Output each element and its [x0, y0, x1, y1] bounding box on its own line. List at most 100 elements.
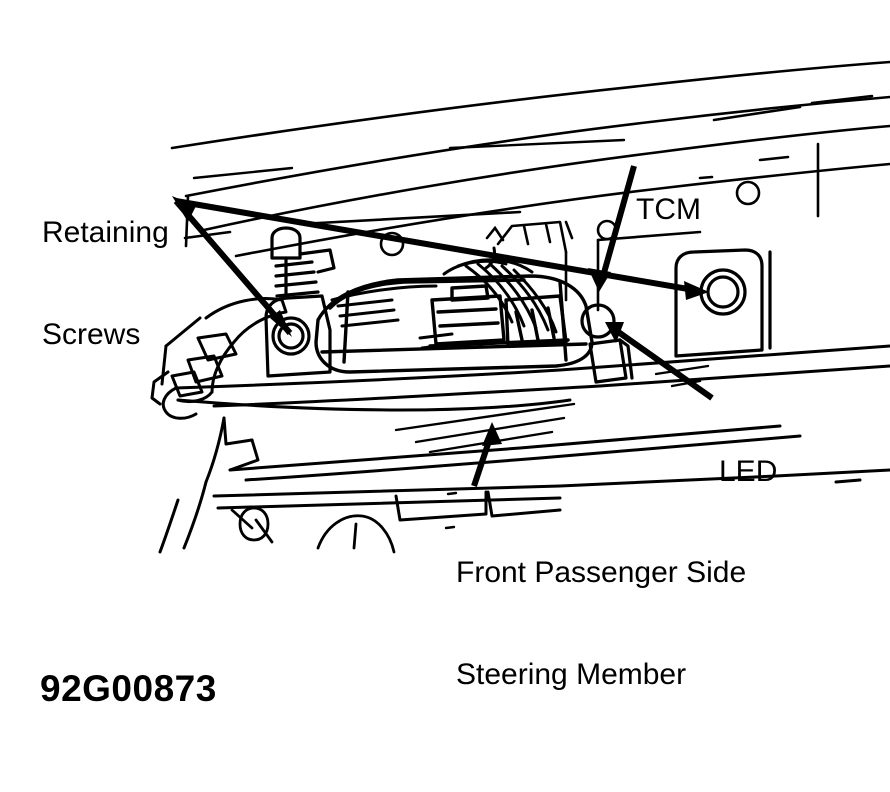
led-indicator-icon: [580, 303, 616, 339]
panel-hole-right: [735, 180, 761, 206]
stud-thread-1: [274, 260, 314, 268]
led-mount-edge: [618, 338, 634, 380]
panel-recess-left: [496, 220, 568, 254]
panel-hole-upper-left: [379, 231, 405, 257]
figure-code-caption: 92G00873: [40, 668, 217, 709]
lower-floor-pan-group: [158, 398, 890, 554]
harness-drop-line: [484, 246, 496, 270]
bolt-detail-arm-2: [254, 518, 274, 544]
lower-structure-group: [150, 344, 890, 420]
callout-retaining-screws: Retaining Screws: [42, 148, 169, 420]
panel-seam-upper: [298, 210, 522, 226]
floor-sill-line-2: [244, 434, 802, 482]
callout-steering-member-line2: Steering Member: [456, 658, 687, 691]
arrowhead-icon-led: [605, 322, 624, 343]
sill-recess-box: [394, 490, 488, 522]
tcm-text-rule: [448, 138, 626, 150]
cowl-edge-line-2: [184, 95, 890, 198]
steering-member-lower-edge: [212, 364, 890, 408]
connector-latch: [450, 284, 490, 302]
callout-steering-member-line1: Front Passenger Side: [456, 556, 747, 589]
hump-center-line: [352, 522, 358, 550]
leader-lines-group: [172, 138, 714, 530]
stud-collar: [298, 248, 336, 274]
shadow-line-5: [670, 379, 702, 388]
steering-member-text-tick-1: [446, 491, 458, 496]
misc-tick-marks-group: [485, 220, 574, 246]
led-leader-line: [615, 328, 714, 401]
connector-block-3: [438, 321, 500, 328]
housing-facet-3: [170, 370, 204, 398]
harness-lower-ribs-1: [418, 332, 454, 340]
hump-detail: [316, 514, 396, 554]
stud-thread-2: [274, 270, 316, 278]
housing-edge-left: [160, 344, 168, 386]
lower-detail-group: [230, 506, 396, 554]
arrowhead-icon-right-screw: [684, 281, 709, 300]
tcm-top-face: [328, 278, 526, 310]
harness-strand-5: [512, 268, 558, 334]
steering-member-text-tick-2: [444, 525, 456, 530]
housing-outline: [204, 297, 288, 394]
callout-led: LED: [719, 387, 777, 557]
cowl-edge-line-3: [202, 124, 890, 232]
callout-tcm-text: TCM: [636, 193, 701, 226]
cowl-short-tick-2: [810, 94, 874, 105]
harness-ribs-left-2: [338, 308, 396, 318]
callout-retaining-screws-line2: Screws: [42, 318, 141, 351]
left-screw-hole-outer: [271, 316, 311, 356]
bulkhead-tick-right: [758, 155, 790, 162]
steering-member-top-edge: [174, 344, 890, 390]
cowl-short-tick: [712, 105, 802, 122]
member-left-contour: [150, 370, 170, 406]
harness-strand-4: [500, 264, 550, 332]
sill-recess-box-2: [486, 490, 562, 518]
cowl-edge-line-1: [170, 60, 890, 150]
tick-mark-short-1: [522, 224, 530, 246]
tick-mark-caret: [485, 225, 505, 242]
floor-sill-line-1: [228, 424, 782, 472]
tcm-leader-line: [599, 165, 637, 281]
left-screw-hole-inner: [277, 322, 305, 350]
arrowhead-icon-steering-member: [482, 422, 502, 446]
shadow-line-1: [394, 402, 576, 432]
harness-ribs-left-3: [340, 318, 400, 328]
harness-strand-3: [488, 262, 538, 330]
callout-steering-member: Front Passenger Side Steering Member: [456, 488, 746, 760]
led-mount-block: [588, 338, 628, 384]
floor-sill-edge: [212, 468, 890, 498]
housing-facet-1: [196, 332, 238, 362]
callout-retaining-screws-line1: Retaining: [42, 216, 169, 249]
connector-keyway-1: [514, 310, 524, 342]
callout-led-text: LED: [719, 455, 778, 488]
retaining-screws-text-rule: [192, 166, 294, 180]
harness-boot: [442, 259, 508, 276]
harness-lower-ribs-2: [420, 342, 456, 350]
upper-body-panel-group: [170, 60, 890, 258]
cowl-edge-line-4: [234, 162, 890, 258]
arrowhead-icon-left-screw: [270, 310, 292, 337]
tcm-body-outline: [314, 274, 594, 374]
floor-pan-riser: [222, 416, 254, 446]
retaining-screws-leader-left: [173, 199, 293, 335]
wiring-harness-group: [330, 246, 558, 350]
bracket-stud-cap: [270, 226, 302, 260]
right-bracket-outline: [674, 248, 764, 358]
floor-pan-fold: [228, 438, 260, 472]
floor-sill-edge-2: [216, 496, 562, 510]
housing-facet-2: [186, 354, 224, 384]
bolt-detail-outline: [238, 506, 270, 542]
floor-pan-step: [204, 416, 226, 484]
stud-thread-4: [275, 290, 320, 298]
arrowhead-icon-tcm: [588, 268, 611, 292]
tick-mark-short-2: [544, 222, 552, 244]
harness-ribs-left-1: [336, 298, 394, 308]
stud-thread-3: [274, 280, 318, 288]
connector-body-right: [504, 294, 568, 348]
sill-tick-right: [834, 478, 862, 484]
steering-member-leader-line: [471, 437, 493, 487]
callout-tcm: TCM: [636, 125, 701, 295]
led-housing-group: [580, 303, 634, 384]
floor-pan-upper-edge: [176, 398, 572, 412]
